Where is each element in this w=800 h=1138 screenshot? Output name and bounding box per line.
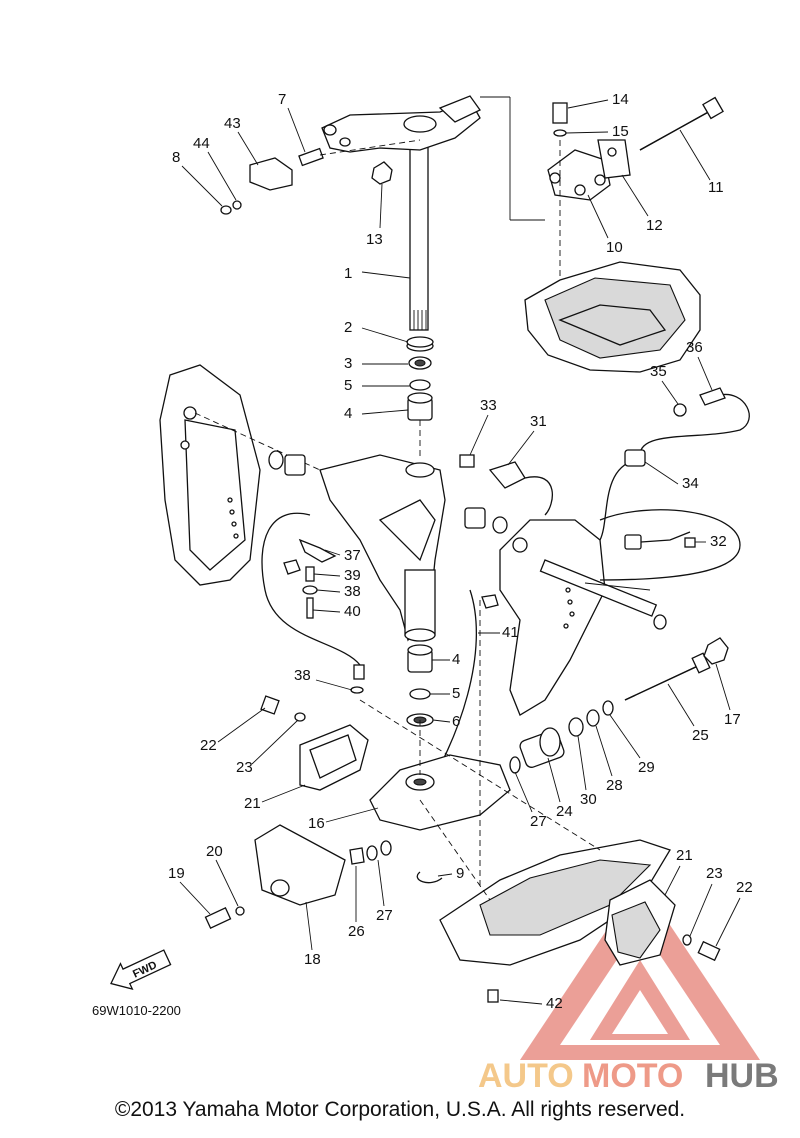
callout-23-left: 23 [236, 759, 253, 776]
fwd-arrow-icon: FWD [110, 949, 172, 991]
callout-28: 28 [606, 777, 623, 794]
fwd-label: FWD [131, 959, 159, 980]
callout-43: 43 [224, 115, 241, 132]
callout-25: 25 [692, 727, 709, 744]
watermark-hub: HUB [705, 1057, 779, 1095]
bottom-cowling [524, 261, 701, 373]
steering-link [349, 727, 565, 884]
callout-38-upper: 38 [344, 583, 361, 600]
callout-4-upper: 4 [344, 405, 352, 422]
callout-17: 17 [724, 711, 741, 728]
callout-21-right: 21 [676, 847, 693, 864]
callout-29: 29 [638, 759, 655, 776]
shaft-stack [406, 336, 434, 460]
callout-32: 32 [710, 533, 727, 550]
callout-13: 13 [366, 231, 383, 248]
callout-12: 12 [646, 217, 663, 234]
callout-27-lower: 27 [376, 907, 393, 924]
callout-23-right: 23 [706, 865, 723, 882]
callout-39: 39 [344, 567, 361, 584]
mount-bracket [547, 96, 724, 280]
steering-shaft [321, 95, 481, 331]
left-bushings [268, 450, 306, 476]
callout-40: 40 [344, 603, 361, 620]
callout-30: 30 [580, 791, 597, 808]
callout-22-right: 22 [736, 879, 753, 896]
diagram-code: 69W1010-2200 [92, 1003, 181, 1018]
callout-16: 16 [308, 815, 325, 832]
watermark-text: AUTO MOTO HUB [478, 1057, 779, 1095]
pin-parts [261, 512, 499, 801]
watermark-logo [520, 880, 760, 1060]
callout-3: 3 [344, 355, 352, 372]
callout-11: 11 [708, 179, 724, 196]
lower-mount [439, 839, 721, 1003]
right-clamp-bracket [499, 519, 667, 716]
small-hardware-left [220, 139, 421, 215]
right-bushings [464, 507, 508, 534]
callout-33: 33 [480, 397, 497, 414]
watermark-auto: AUTO [478, 1057, 574, 1095]
wire-harness [459, 387, 750, 581]
callout-34: 34 [682, 475, 699, 492]
callout-44: 44 [193, 135, 210, 152]
callout-5-lower: 5 [452, 685, 460, 702]
callout-18: 18 [304, 951, 321, 968]
callout-42: 42 [546, 995, 563, 1012]
callout-26: 26 [348, 923, 365, 940]
callout-31: 31 [530, 413, 547, 430]
callout-10: 10 [606, 239, 623, 256]
copyright-notice: ©2013 Yamaha Motor Corporation, U.S.A. A… [114, 1098, 686, 1121]
callout-37: 37 [344, 547, 361, 564]
callout-5-upper: 5 [344, 377, 352, 394]
callout-21-left: 21 [244, 795, 261, 812]
callout-labels: 1 2 3 5 4 7 43 44 8 13 14 15 11 12 10 36… [168, 91, 753, 1012]
callout-14: 14 [612, 91, 629, 108]
watermark-moto: MOTO [582, 1057, 683, 1095]
callout-2: 2 [344, 319, 352, 336]
callout-9: 9 [456, 865, 464, 882]
callout-19: 19 [168, 865, 185, 882]
callout-38-lower: 38 [294, 667, 311, 684]
callout-15: 15 [612, 123, 629, 140]
callout-6: 6 [452, 713, 460, 730]
swivel-bracket [319, 454, 446, 642]
callout-41: 41 [502, 624, 519, 641]
callout-27-upper: 27 [530, 813, 547, 830]
callout-24: 24 [556, 803, 573, 820]
callout-22-left: 22 [200, 737, 217, 754]
left-clamp-bracket [159, 364, 321, 586]
lower-bushings [406, 644, 434, 727]
callout-8: 8 [172, 149, 180, 166]
callout-36: 36 [686, 339, 703, 356]
callout-20: 20 [206, 843, 223, 860]
callout-4-lower: 4 [452, 651, 460, 668]
through-bolt [568, 637, 729, 737]
callout-7: 7 [278, 91, 286, 108]
guide-lines [359, 96, 601, 901]
callout-35: 35 [650, 363, 667, 380]
lower-covers [204, 695, 511, 929]
callout-1: 1 [344, 265, 352, 282]
